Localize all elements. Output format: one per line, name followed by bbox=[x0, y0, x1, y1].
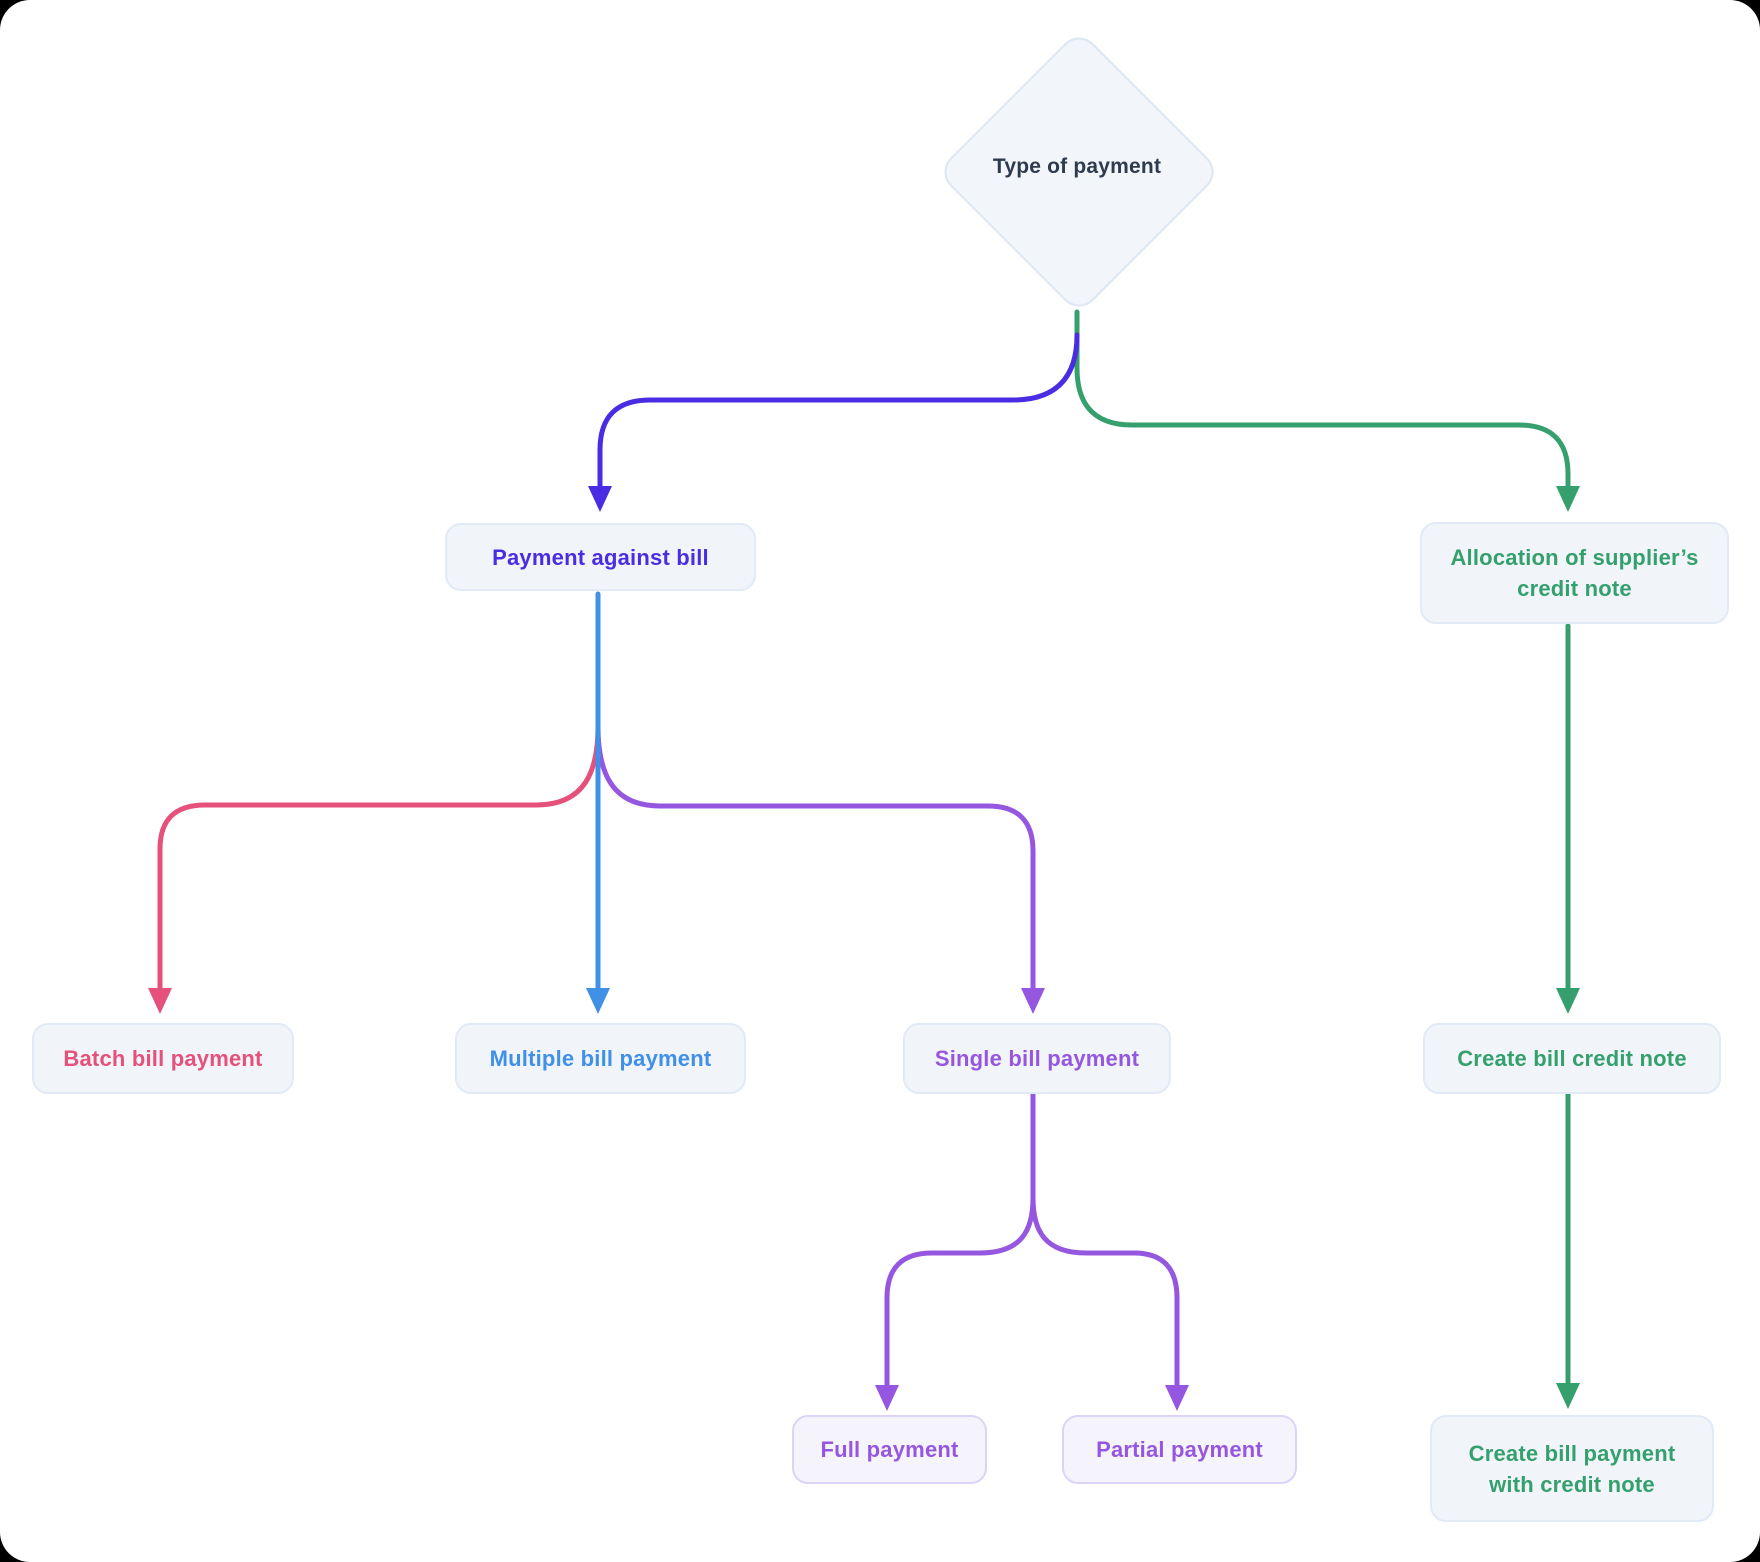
node-batch-bill-payment: Batch bill payment bbox=[32, 1023, 294, 1094]
node-full-payment: Full payment bbox=[792, 1415, 987, 1484]
arrowhead-batch bbox=[148, 988, 172, 1014]
decision-diamond-label: Type of payment bbox=[992, 155, 1162, 178]
arrowhead-create-credit bbox=[1556, 988, 1580, 1014]
node-label-line: credit note bbox=[1517, 576, 1632, 601]
node-multiple-bill-payment: Multiple bill payment bbox=[455, 1023, 746, 1094]
node-allocation-supplier-credit-note: Allocation of supplier’s credit note bbox=[1420, 522, 1729, 624]
node-label: Batch bill payment bbox=[63, 1046, 263, 1071]
node-single-bill-payment: Single bill payment bbox=[903, 1023, 1171, 1094]
node-label: Payment against bill bbox=[492, 544, 709, 570]
edge-single-to-full bbox=[884, 1195, 1036, 1390]
arrowhead-allocation bbox=[1556, 486, 1580, 512]
node-partial-payment: Partial payment bbox=[1062, 1415, 1297, 1484]
node-label: Partial payment bbox=[1096, 1437, 1263, 1462]
node-label-line: Allocation of supplier’s bbox=[1450, 545, 1699, 570]
node-label-line: Create bill payment bbox=[1468, 1440, 1676, 1466]
node-create-bill-payment-with-credit-note: Create bill payment with credit note bbox=[1430, 1415, 1714, 1522]
edge-payment-to-batch bbox=[157, 723, 601, 993]
arrowhead-full bbox=[875, 1385, 899, 1411]
node-label: Create bill credit note bbox=[1457, 1046, 1687, 1071]
arrowhead-create-payment bbox=[1556, 1383, 1580, 1409]
node-label: Multiple bill payment bbox=[489, 1046, 712, 1071]
arrowhead-partial bbox=[1165, 1385, 1189, 1411]
node-label-line: with credit note bbox=[1489, 1471, 1655, 1497]
edge-root-to-allocation bbox=[1074, 309, 1571, 491]
arrowhead-multiple bbox=[586, 988, 610, 1014]
arrowhead-single bbox=[1021, 988, 1045, 1014]
arrowhead-payment-against-bill bbox=[588, 486, 612, 512]
node-label: Full payment bbox=[820, 1437, 959, 1462]
edge-single-to-partial bbox=[1030, 1195, 1180, 1390]
node-payment-against-bill: Payment against bill bbox=[445, 523, 756, 591]
node-create-bill-credit-note: Create bill credit note bbox=[1423, 1023, 1721, 1094]
edge-root-to-payment-against-bill bbox=[597, 332, 1080, 491]
edge-payment-to-single bbox=[595, 723, 1036, 993]
node-label: Single bill payment bbox=[934, 1046, 1140, 1071]
